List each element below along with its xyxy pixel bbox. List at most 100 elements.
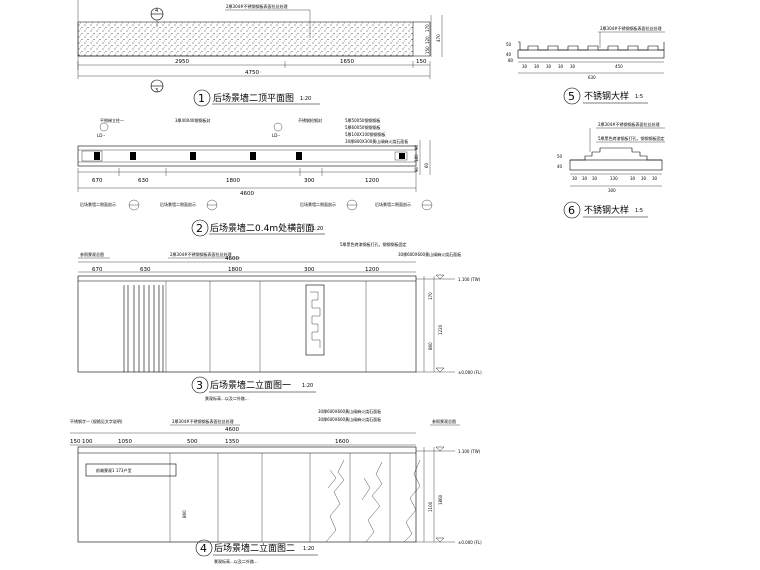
plan-dim-right-b: 120 bbox=[425, 36, 430, 44]
elev2-dim-6: 1600 bbox=[335, 439, 349, 445]
drawing-1-plan: 2厚304#不锈钢钢板表面拉丝处理 4 3 2950 1650 150 4750… bbox=[77, 0, 443, 107]
elev2-dim-5: 1350 bbox=[225, 439, 239, 445]
scale-6: 1:5 bbox=[635, 208, 643, 214]
elev2-dim-right-b: 1100 bbox=[428, 501, 433, 512]
elev1-note-3: 30厚600X600黄山绿麻火烧石面板 bbox=[398, 251, 461, 257]
sec-dim-right-a: 90 bbox=[414, 166, 419, 172]
plan-wall-hatch bbox=[77, 21, 414, 57]
title-3: 后场景墙二立面图一 bbox=[210, 379, 291, 391]
plan-dim-b: 1650 bbox=[340, 59, 354, 65]
detail6-dim-7: 30 bbox=[652, 176, 658, 181]
elev1-subnote: 景观标高...以及二外路... bbox=[205, 395, 249, 401]
title-number-6: 6 bbox=[568, 204, 575, 217]
callout-2-label: 后场景墙二侧面剖示 bbox=[160, 201, 196, 207]
drawing-4-elevation: 不锈钢字一 (规格见文字说明) 2厚304#不锈钢钢板表面拉丝处理 30厚600… bbox=[70, 408, 482, 564]
sec-dim-3: 1800 bbox=[226, 178, 240, 184]
drawing-2-section: 平侧梯立柱一 3厚40X40钢钢板封 不锈钢检钢封 5厚50X50钢钢钢板 5厚… bbox=[77, 117, 433, 237]
elev2-stone-veins bbox=[325, 459, 421, 543]
sec-dim-right-c: 90 bbox=[414, 144, 419, 150]
sec-dim-2: 630 bbox=[138, 178, 149, 184]
callout-4-label: 后场景墙二侧面剖示 bbox=[375, 201, 411, 207]
detail5-dim-3: 30 bbox=[546, 64, 552, 69]
drawing-6-detail: 2厚304#不锈钢钢板表面拉丝处理 5厚黑色烤漆钢板打孔，钢钢钢板固定 50 4… bbox=[557, 121, 665, 219]
title-4: 后场景墙二立面图二 bbox=[214, 542, 295, 554]
drawing-3-elevation: 参照景观总图 2厚304#不锈钢钢板表面拉丝处理 5厚黑色烤漆钢板打孔，钢钢钢板… bbox=[77, 241, 482, 401]
elev1-level-top: 1.100 (TW) bbox=[458, 277, 481, 282]
detail5-dim-left-c: 80 bbox=[508, 58, 514, 63]
elev2-note-2: 30厚600X600黄山绿麻火烧石面板 bbox=[318, 408, 381, 414]
title-bubble-5 bbox=[563, 87, 581, 105]
detail6-dim-left-a: 50 bbox=[557, 154, 563, 159]
detail6-plate bbox=[569, 159, 663, 171]
callout-1-label: 后场景墙二侧面剖示 bbox=[80, 201, 116, 207]
callout-3-label: 后场景墙二侧面剖示 bbox=[300, 201, 336, 207]
scale-4: 1:20 bbox=[303, 546, 314, 552]
detail5-note: 2厚304#不锈钢钢板表面拉丝处理 bbox=[600, 25, 662, 31]
title-bubble-1 bbox=[193, 89, 211, 107]
sec-dim-1: 670 bbox=[92, 178, 103, 184]
title-1: 后场景墙二顶平面图 bbox=[213, 92, 294, 104]
elev2-dim-2: 100 bbox=[82, 439, 93, 445]
detail6-dim-2: 30 bbox=[582, 176, 588, 181]
elev2-label-left: 不锈钢字一 (规格见文字说明) bbox=[70, 418, 123, 424]
elev1-dim-right-c: 170 bbox=[428, 292, 433, 300]
elev2-dim-right-a: 860 bbox=[182, 510, 187, 518]
elev1-dim-right-a: 860 bbox=[428, 342, 433, 350]
detail6-dim-1: 30 bbox=[572, 176, 578, 181]
title-bubble-3 bbox=[191, 376, 209, 394]
elev1-note-2: 5厚黑色烤漆钢板打孔，钢钢钢板固定 bbox=[340, 241, 407, 247]
callout-2: 后场景墙二侧面剖示 bbox=[160, 199, 218, 211]
sec-label-7: 3X厚800X300黄山绿麻火烧石面板 bbox=[345, 138, 408, 144]
elev2-note-3: 30厚600X600黄山绿麻火烧石面板 bbox=[318, 416, 381, 422]
sec-label-2: 3厚40X40钢钢板封 bbox=[175, 117, 210, 123]
elev2-label-right: 参照景观总图 bbox=[432, 418, 456, 424]
section-band bbox=[77, 145, 417, 167]
detail5-dim-total: 630 bbox=[588, 75, 596, 80]
scale-5: 1:5 bbox=[635, 94, 643, 100]
drawing-5-detail: 2厚304#不锈钢钢板表面拉丝处理 50 40 80 30 30 30 30 3… bbox=[506, 25, 665, 105]
elev1-dim-4: 300 bbox=[304, 267, 315, 273]
detail5-dim-1: 30 bbox=[522, 64, 528, 69]
title-number-5: 5 bbox=[568, 90, 575, 103]
section-mark-top: 4 bbox=[155, 8, 158, 14]
elev1-column bbox=[305, 284, 325, 356]
callout-1: 后场景墙二侧面剖示 bbox=[80, 199, 140, 211]
plan-dim-right-total: 470 bbox=[436, 34, 441, 42]
elev1-slats bbox=[123, 285, 164, 372]
scale-1: 1:20 bbox=[300, 96, 311, 102]
detail6-note-2: 5厚黑色烤漆钢板打孔，钢钢钢板固定 bbox=[598, 135, 665, 141]
elev1-dim-2: 630 bbox=[140, 267, 151, 273]
elev1-dim-5: 1200 bbox=[365, 267, 379, 273]
sec-tag-ld-1: LD-- bbox=[97, 133, 106, 138]
sec-label-6: 5厚100X100钢钢钢板 bbox=[345, 131, 386, 137]
elev1-dim-right-b: 1220 bbox=[438, 324, 443, 335]
detail6-dim-total: 300 bbox=[608, 188, 616, 193]
detail5-dim-4: 30 bbox=[558, 64, 564, 69]
title-2: 后场景墙二0.4m处横剖面 bbox=[210, 222, 314, 234]
callout-4: 后场景墙二侧面剖示 bbox=[375, 199, 433, 211]
elev2-sign-text: 前端景观1 173户型 bbox=[96, 467, 131, 473]
detail6-dim-6: 30 bbox=[641, 176, 647, 181]
sec-label-3: 不锈钢检钢封 bbox=[298, 117, 322, 123]
elev2-level-bottom: ±0.000 (FL) bbox=[458, 540, 482, 545]
detail5-plate bbox=[517, 49, 665, 59]
elev1-level-bottom: ±0.000 (FL) bbox=[458, 370, 482, 375]
elev2-wall bbox=[77, 446, 417, 543]
detail5-dim-left-a: 50 bbox=[506, 42, 512, 47]
plan-note: 2厚304#不锈钢钢板表面拉丝处理 bbox=[226, 3, 288, 9]
elev1-dim-3: 1800 bbox=[228, 267, 242, 273]
title-number-2: 2 bbox=[196, 222, 203, 235]
plan-dim-a: 2950 bbox=[175, 59, 189, 65]
elev2-dim-3: 1050 bbox=[118, 439, 132, 445]
plan-dim-total: 4750 bbox=[245, 70, 259, 76]
sec-dim-right-b: 180 bbox=[414, 154, 419, 162]
detail5-dim-5: 30 bbox=[570, 64, 576, 69]
sec-dim-4: 300 bbox=[304, 178, 315, 184]
title-6: 不锈钢大样 bbox=[584, 204, 629, 216]
sec-label-4: 5厚50X50钢钢钢板 bbox=[345, 117, 380, 123]
elev2-note-1: 2厚304#不锈钢钢板表面拉丝处理 bbox=[172, 418, 234, 424]
elev2-subnote: 景观标高...以及二外路... bbox=[214, 558, 258, 564]
title-bubble-4 bbox=[195, 539, 213, 557]
elev2-dim-right-c: 1860 bbox=[438, 494, 443, 505]
